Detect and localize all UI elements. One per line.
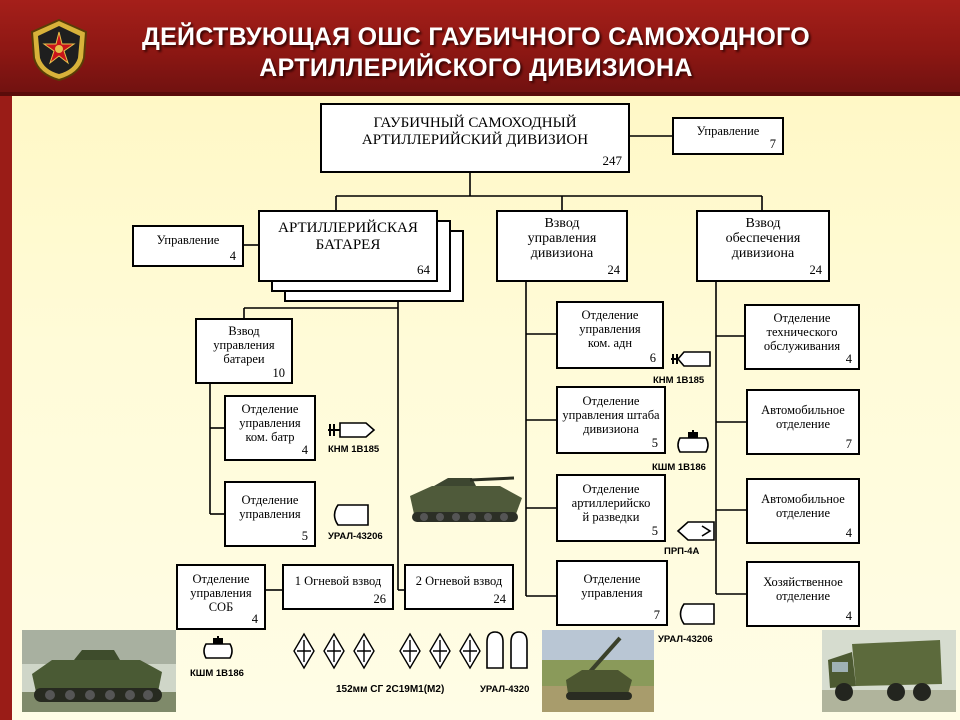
household-section-box: Хозяйственное отделение 4 <box>746 561 860 627</box>
control-section-label: Отделение управления <box>581 572 643 600</box>
title-line-1: ДЕЙСТВУЮЩАЯ ОШС ГАУБИЧНОГО САМОХОДНОГО <box>141 23 811 51</box>
household-section-label: Хозяйственное отделение <box>763 575 843 603</box>
title-banner <box>0 0 960 96</box>
battery-label: АРТИЛЛЕРИЙСКАЯ БАТАРЕЯ <box>278 220 418 253</box>
hq-vehicle-symbol-icon <box>677 430 709 453</box>
battery-control-section-box: Отделение управления 5 <box>224 481 316 547</box>
battery-control-platoon-label: Взвод управления батареи <box>213 324 275 366</box>
hq-section-box: Отделение управления штаба дивизиона 5 <box>556 386 666 454</box>
ural-control-tag: УРАЛ-43206 <box>658 634 713 645</box>
battery-count: 64 <box>417 262 430 277</box>
battery-management-box: Управление 4 <box>132 225 244 267</box>
battery-box: АРТИЛЛЕРИЙСКАЯ БАТАРЕЯ 64 <box>258 210 438 282</box>
panel-left-border <box>0 96 12 720</box>
battery-management-count: 4 <box>229 249 236 263</box>
ural-battery-tag: УРАЛ-43206 <box>328 531 383 542</box>
battery-management-label: Управление <box>156 233 220 247</box>
fire-platoon-2-box: 2 Огневой взвод 24 <box>404 564 514 610</box>
battery-control-platoon-box: Взвод управления батареи 10 <box>195 318 293 384</box>
control-section-count: 7 <box>653 608 660 622</box>
ifv-photo <box>410 476 522 522</box>
household-section-count: 4 <box>845 609 852 623</box>
prp-tag: ПРП-4А <box>664 546 700 557</box>
adn-commander-section-count: 6 <box>649 351 656 365</box>
sob-section-count: 4 <box>251 612 258 626</box>
ural-fire-symbols-icon <box>486 631 528 669</box>
battery-control-section-count: 5 <box>301 529 308 543</box>
auto-section-2-label: Автомобильное отделение <box>761 492 845 520</box>
control-platoon-count: 24 <box>607 263 621 277</box>
army-emblem-icon <box>30 18 88 82</box>
kshm-hq-tag: КШМ 1В186 <box>652 462 706 473</box>
sob-section-label: Отделение управления СОБ <box>190 572 252 614</box>
auto-section-1-count: 7 <box>845 437 852 451</box>
battery-control-platoon-count: 10 <box>272 366 286 380</box>
command-post-symbol-icon <box>203 636 233 659</box>
recon-vehicle-symbol-icon <box>676 521 715 541</box>
sob-section-box: Отделение управления СОБ 4 <box>176 564 266 630</box>
support-platoon-label: Взвод обеспечения дивизиона <box>725 216 801 261</box>
command-vehicle-photo <box>22 630 176 712</box>
control-platoon-box: Взвод управления дивизиона 24 <box>496 210 628 282</box>
command-vehicle-symbol-icon <box>328 422 376 438</box>
fire-platoon-2-label: 2 Огневой взвод <box>415 574 503 588</box>
truck-symbol-icon <box>333 504 369 526</box>
recon-section-count: 5 <box>651 524 658 538</box>
division-label: ГАУБИЧНЫЙ САМОХОДНЫЙ АРТИЛЛЕРИЙСКИЙ ДИВИ… <box>361 115 589 148</box>
control-section-box: Отделение управления 7 <box>556 560 668 626</box>
knm-adn-tag: КНМ 1В185 <box>653 375 705 386</box>
fire-platoon-1-label: 1 Огневой взвод <box>294 574 382 588</box>
division-management-label: Управление <box>696 124 760 138</box>
fire-platoon-1-box: 1 Огневой взвод 26 <box>282 564 394 610</box>
knm-battery-tag: КНМ 1В185 <box>328 444 380 455</box>
hq-section-count: 5 <box>651 436 658 450</box>
control-platoon-label: Взвод управления дивизиона <box>527 216 597 261</box>
auto-section-1-label: Автомобильное отделение <box>761 403 845 431</box>
auto-section-2-box: Автомобильное отделение 4 <box>746 478 860 544</box>
howitzer-symbols-icon <box>293 632 481 670</box>
ural-control-symbol-icon <box>679 603 715 625</box>
title-line-2: АРТИЛЛЕРИЙСКОГО ДИВИЗИОНА <box>259 54 693 82</box>
fire-platoon-2-count: 24 <box>493 592 507 606</box>
page-title: ДЕЙСТВУЮЩАЯ ОШС ГАУБИЧНОГО САМОХОДНОГО А… <box>96 22 856 84</box>
support-platoon-count: 24 <box>809 263 823 277</box>
adn-command-vehicle-symbol-icon <box>671 351 711 367</box>
howitzer-photo <box>542 630 654 712</box>
maintenance-section-label: Отделение технического обслуживания <box>763 311 841 353</box>
battery-commander-section-count: 4 <box>301 443 308 457</box>
division-management-box: Управление 7 <box>672 117 784 155</box>
kshm-sob-tag: КШМ 1В186 <box>190 668 244 679</box>
battery-commander-section-box: Отделение управления ком. батр 4 <box>224 395 316 461</box>
fire-platoon-1-count: 26 <box>373 592 387 606</box>
auto-section-2-count: 4 <box>845 526 852 540</box>
howitzer-tag: 152мм СГ 2С19М1(М2) <box>336 684 445 695</box>
recon-section-label: Отделение артиллерийско й разведки <box>571 482 651 524</box>
maintenance-section-count: 4 <box>845 352 852 366</box>
adn-commander-section-box: Отделение управления ком. адн 6 <box>556 301 664 369</box>
division-box: ГАУБИЧНЫЙ САМОХОДНЫЙ АРТИЛЛЕРИЙСКИЙ ДИВИ… <box>320 103 630 173</box>
division-management-count: 7 <box>769 137 776 151</box>
auto-section-1-box: Автомобильное отделение 7 <box>746 389 860 455</box>
recon-section-box: Отделение артиллерийско й разведки 5 <box>556 474 666 542</box>
division-count: 247 <box>602 153 623 168</box>
support-platoon-box: Взвод обеспечения дивизиона 24 <box>696 210 830 282</box>
ural-truck-photo <box>822 630 956 712</box>
maintenance-section-box: Отделение технического обслуживания 4 <box>744 304 860 370</box>
battery-control-section-label: Отделение управления <box>239 493 301 521</box>
ural-fire-tag: УРАЛ-4320 <box>480 684 530 695</box>
hq-section-label: Отделение управления штаба дивизиона <box>562 394 660 436</box>
battery-commander-section-label: Отделение управления ком. батр <box>239 402 301 444</box>
adn-commander-section-label: Отделение управления ком. адн <box>579 308 641 350</box>
